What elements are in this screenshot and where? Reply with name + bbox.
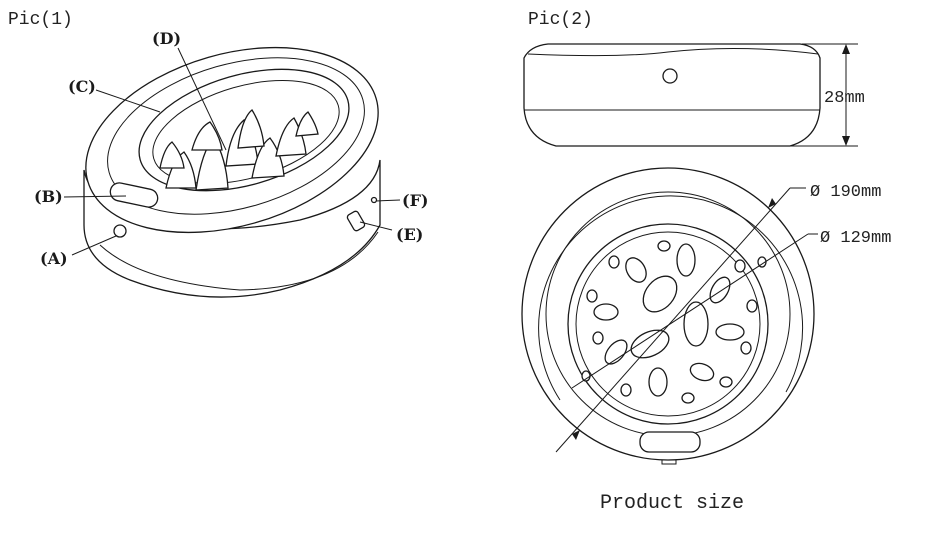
pic1-leaders [63, 47, 401, 256]
inner-diameter-dim: Ø 129mm [820, 229, 891, 248]
bowl-base-line [99, 231, 379, 291]
bowl-inner-ring [575, 231, 761, 417]
label-a: (A) [40, 249, 68, 268]
side-top-curve [527, 47, 819, 57]
height-dim: 28mm [824, 89, 865, 108]
top-view [521, 167, 818, 465]
bowl-ring [567, 223, 769, 425]
pic2-title: Pic(2) [528, 10, 593, 30]
feeder-cones [159, 109, 319, 191]
label-f: (F) [402, 191, 429, 210]
top-notch [661, 459, 677, 465]
switch-e [346, 210, 366, 232]
pic1-title: Pic(1) [8, 10, 73, 30]
rim-arc [538, 195, 804, 401]
label-d: (D) [152, 29, 181, 48]
feeder-holes [581, 240, 767, 404]
bowl-perspective [83, 46, 381, 298]
bowl-rim-inner [107, 57, 365, 215]
label-b: (B) [34, 187, 63, 206]
caption: Product size [600, 492, 744, 515]
feed-button [109, 182, 159, 208]
label-c: (C) [68, 77, 96, 96]
inner-diameter-line [571, 233, 809, 389]
outer-diameter-line [555, 187, 791, 453]
outer-diameter-dim: Ø 190mm [810, 183, 881, 202]
side-body [523, 43, 821, 147]
side-view [523, 43, 858, 147]
indicator-f [370, 196, 378, 204]
port-a [113, 224, 127, 238]
top-button [639, 431, 701, 453]
label-e: (E) [396, 225, 423, 244]
side-button-hole [662, 68, 678, 84]
